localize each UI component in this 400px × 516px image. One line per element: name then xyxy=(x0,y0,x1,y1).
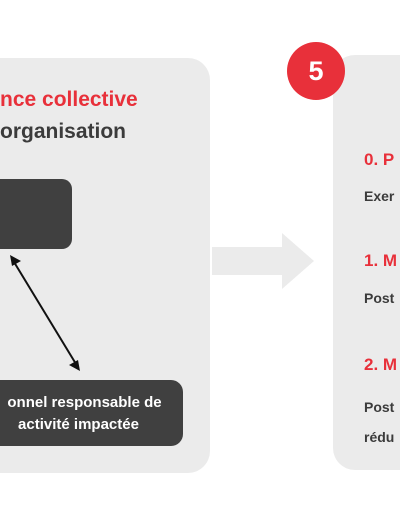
right-item-0-text: Exer xyxy=(364,188,395,204)
bottom-box-line-1: onnel responsable de xyxy=(7,394,162,411)
top-dark-box xyxy=(0,179,72,249)
left-card-title: nce collective xyxy=(0,88,138,111)
flow-arrow-right xyxy=(212,233,314,289)
right-item-2-text-line-2: rédu xyxy=(364,429,395,445)
right-item-1-text: Post xyxy=(364,290,395,306)
right-item-2-text: Post xyxy=(364,399,395,415)
left-card-subtitle: organisation xyxy=(0,120,127,143)
bottom-box-line-2: activité impactée xyxy=(18,416,139,433)
right-card xyxy=(333,55,400,470)
right-item-0-heading: 0. P xyxy=(364,150,395,169)
step-number-badge: 5 xyxy=(287,42,345,100)
right-item-2-heading: 2. M xyxy=(364,355,398,374)
bottom-dark-box: onnel responsable de activité impactée xyxy=(0,380,183,446)
right-item-1-heading: 1. M xyxy=(364,251,398,270)
